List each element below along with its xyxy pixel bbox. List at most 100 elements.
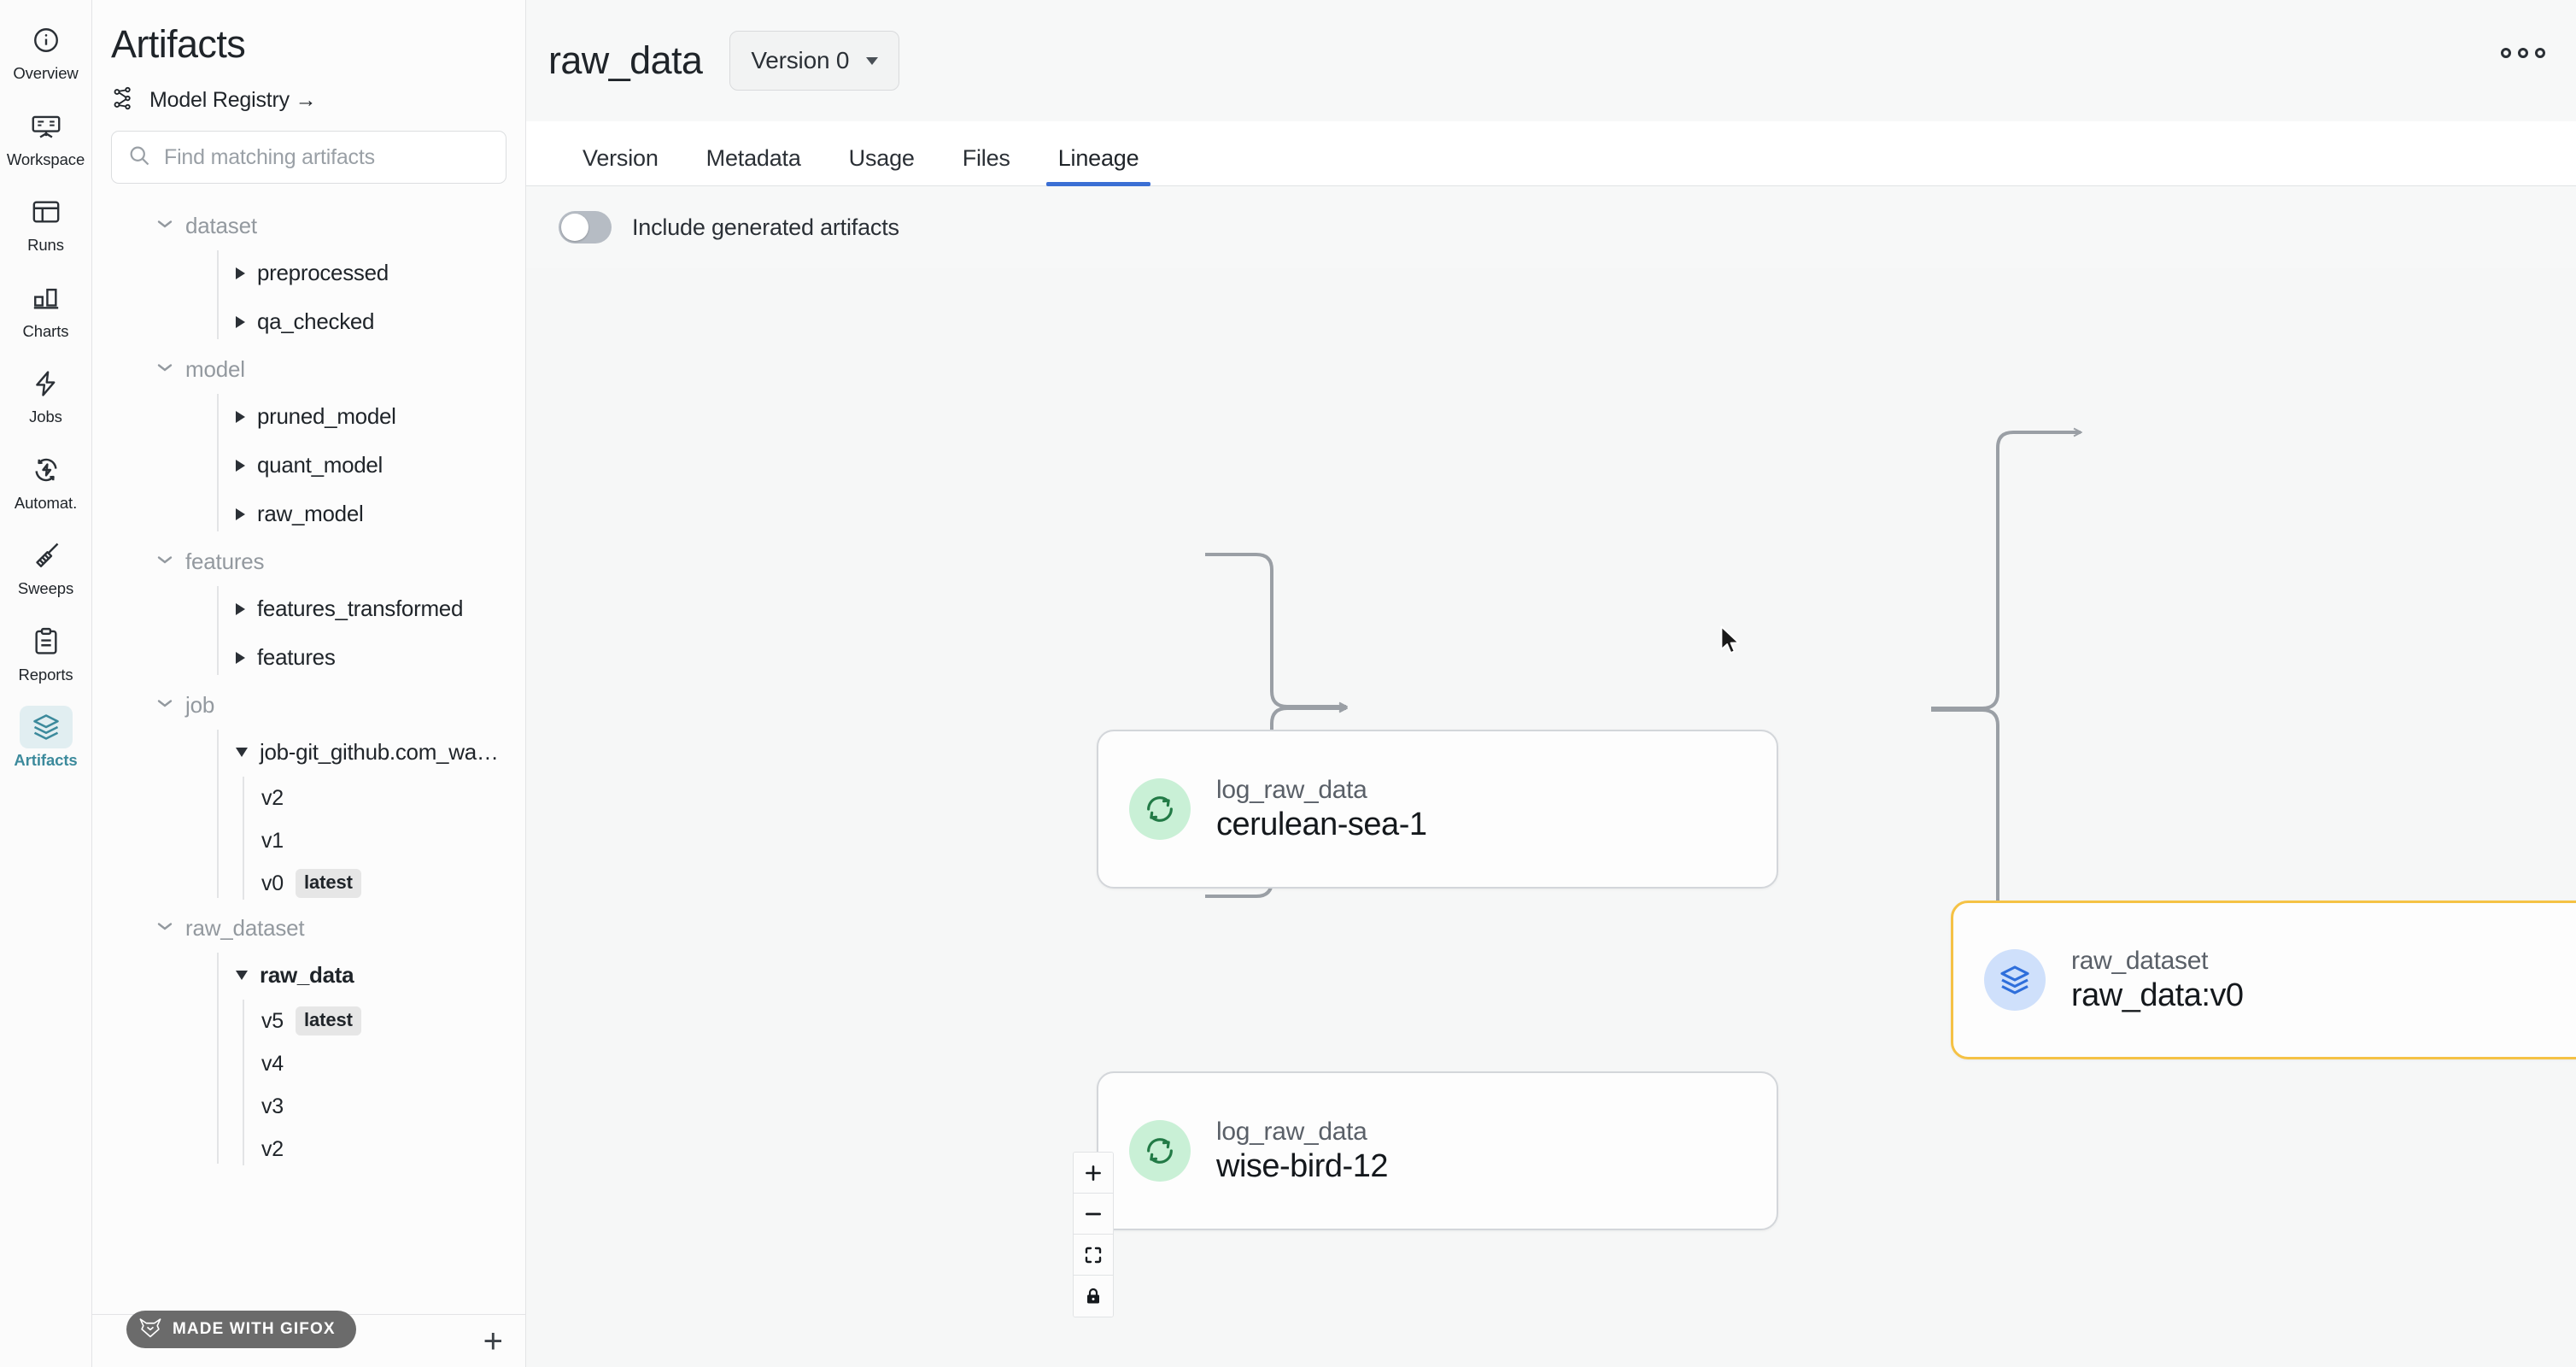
gifox-watermark: MADE WITH GIFOX [126,1311,356,1348]
main-content: raw_data Version 0 Version Metadata Usag… [526,0,2576,1367]
tree-group-label: dataset [185,212,257,238]
zoom-out-button[interactable] [1074,1194,1113,1235]
version-selector[interactable]: Version 0 [729,31,900,91]
tree-item-raw-data[interactable]: raw_data [217,951,525,1000]
overflow-menu-button[interactable] [2501,48,2545,58]
version-label: v0 [261,871,284,895]
tree-item-label: qa_checked [257,308,375,334]
layers-icon [19,706,73,748]
tree-item-job-git[interactable]: job-git_github.com_wa… [217,728,525,777]
chevron-right-icon [236,315,245,328]
bar-chart-icon [20,277,73,320]
tree-group-model[interactable]: model [92,346,525,392]
model-registry-link[interactable]: Model Registry → [92,67,525,115]
nav-item-automations[interactable]: Automat. [7,449,85,512]
tree-item-features-transformed[interactable]: features_transformed [217,584,525,633]
fit-view-button[interactable] [1074,1235,1113,1276]
lineage-canvas[interactable]: log_raw_data cerulean-sea-1 log_raw_data… [526,268,2576,1367]
broom-icon [20,534,73,577]
nav-label: Reports [18,665,73,684]
nav-item-artifacts[interactable]: Artifacts [7,706,85,769]
version-item[interactable]: v2 [243,777,525,819]
chevron-right-icon [236,602,245,615]
tree-item-label: preprocessed [257,260,389,285]
version-item[interactable]: v2 [243,1128,525,1170]
tree-group-features[interactable]: features [92,538,525,584]
nav-label: Jobs [29,408,62,425]
nav-label: Overview [13,64,79,82]
lock-button[interactable] [1074,1276,1113,1317]
tree-group-label: features [185,548,265,574]
tree-item-pruned-model[interactable]: pruned_model [217,392,525,441]
version-item[interactable]: v5 latest [243,1000,525,1042]
table-icon [20,191,73,233]
tree-group-dataset[interactable]: dataset [92,202,525,249]
nav-label: Workspace [6,150,85,168]
clipboard-icon [20,620,73,663]
add-artifact-button[interactable]: + [483,1322,503,1360]
tab-lineage[interactable]: Lineage [1034,145,1163,186]
tree-item-label: raw_data [260,962,354,988]
nav-item-jobs[interactable]: Jobs [7,362,85,425]
artifacts-search-placeholder: Find matching artifacts [164,144,375,169]
lineage-node-cerulean-sea-1[interactable]: log_raw_data cerulean-sea-1 [1097,730,1778,889]
version-item[interactable]: v1 [243,819,525,862]
chevron-right-icon [236,507,245,520]
nav-item-runs[interactable]: Runs [7,191,85,254]
tree-item-quant-model[interactable]: quant_model [217,441,525,490]
tree-item-features[interactable]: features [217,633,525,682]
tab-label: Metadata [705,145,801,171]
tab-version[interactable]: Version [559,145,682,185]
tree-children-features: features_transformed features [92,584,525,682]
lineage-node-raw-data-v0[interactable]: raw_dataset raw_data:v0 [1951,901,2576,1059]
tab-files[interactable]: Files [939,145,1034,185]
chevron-down-icon [155,361,174,378]
chevron-down-icon [155,554,174,570]
nav-item-charts[interactable]: Charts [7,277,85,340]
tree-item-raw-model[interactable]: raw_model [217,490,525,538]
node-title: cerulean-sea-1 [1216,806,1427,842]
tree-group-job[interactable]: job [92,682,525,728]
version-label: v2 [261,785,284,810]
version-label: v4 [261,1051,284,1076]
tab-usage[interactable]: Usage [825,145,939,185]
bolt-icon [20,362,73,405]
nav-item-workspace[interactable]: Workspace [7,105,85,168]
lineage-node-wise-bird-12[interactable]: log_raw_data wise-bird-12 [1097,1071,1778,1230]
chevron-down-icon [155,920,174,936]
artifact-header: raw_data Version 0 [526,0,2576,121]
lineage-toolbar: Include generated artifacts [526,186,2576,268]
dot [2535,48,2545,58]
tree-item-qa-checked[interactable]: qa_checked [217,297,525,346]
include-generated-artifacts-toggle[interactable] [559,211,612,243]
version-item[interactable]: v4 [243,1042,525,1085]
tree-item-preprocessed[interactable]: preprocessed [217,249,525,297]
zoom-in-button[interactable] [1074,1153,1113,1194]
chevron-right-icon [236,459,245,472]
tree-children-model: pruned_model quant_model raw_model [92,392,525,538]
node-title: raw_data:v0 [2071,977,2244,1013]
workspace-icon [20,105,73,148]
latest-tag: latest [296,1006,361,1036]
tab-metadata[interactable]: Metadata [682,145,825,185]
tree-item-label: features [257,644,336,670]
toggle-knob [561,214,588,241]
version-item[interactable]: v0 latest [243,862,525,905]
nav-item-reports[interactable]: Reports [7,620,85,684]
nav-item-sweeps[interactable]: Sweeps [7,534,85,597]
nav-label: Charts [22,321,69,340]
dot [2501,48,2511,58]
node-texts: raw_dataset raw_data:v0 [2071,947,2244,1014]
artifacts-search-input[interactable]: Find matching artifacts [111,131,506,184]
nav-item-overview[interactable]: Overview [7,19,85,82]
version-list-job: v2 v1 v0 latest [217,777,525,905]
layers-icon [1984,949,2046,1011]
tree-group-label: job [185,691,215,718]
chevron-down-icon [155,697,174,713]
tree-item-label: pruned_model [257,403,396,429]
nav-label: Automat. [14,493,78,512]
version-list-raw-data: v5 latest v4 v3 v2 [217,1000,525,1170]
run-icon [1129,778,1191,840]
version-item[interactable]: v3 [243,1085,525,1128]
tree-group-raw-dataset[interactable]: raw_dataset [92,905,525,951]
